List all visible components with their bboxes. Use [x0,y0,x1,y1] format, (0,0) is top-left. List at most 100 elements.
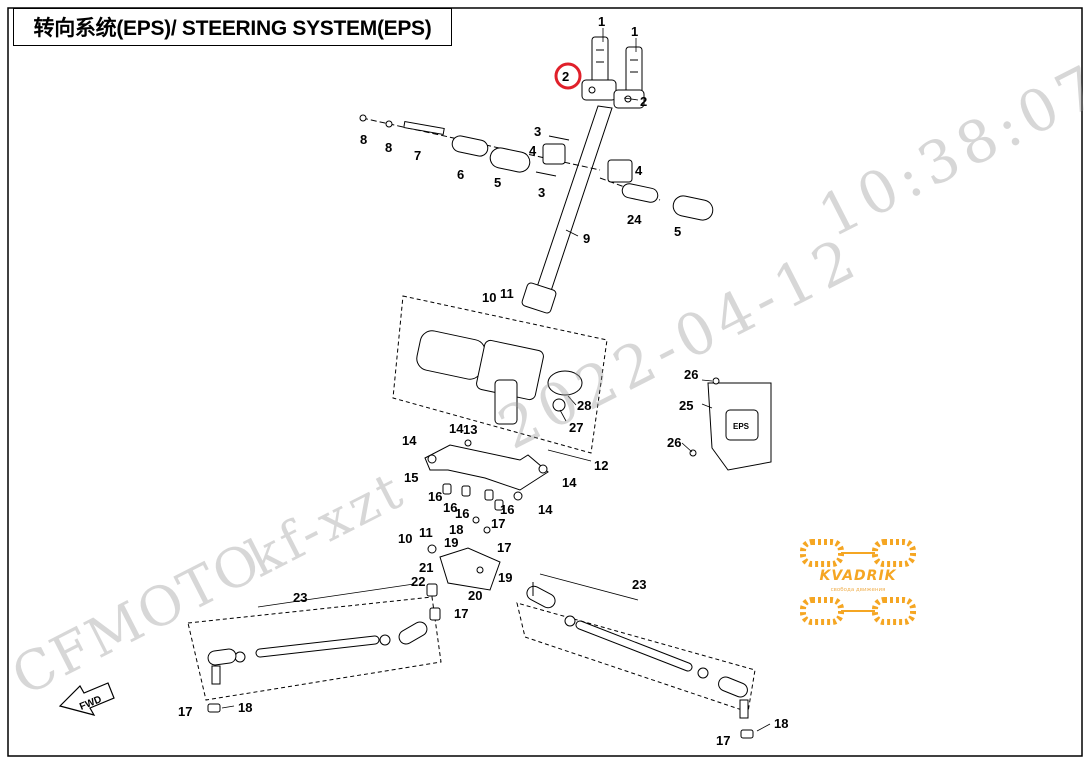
callout-1-b: 1 [631,24,638,39]
diagram-shape [427,544,437,554]
callout-17-b: 17 [497,540,511,555]
callout-3-a: 3 [534,124,541,139]
bushing-part-5-right [672,195,714,221]
eps-motor [416,330,486,380]
diagram-shape [547,449,592,462]
callout-11-b: 11 [419,525,433,540]
diagram-shape [494,499,504,511]
diagram-shape [565,229,579,237]
eps-label-plate [725,409,759,441]
callout-16-d: 16 [500,502,514,517]
diagram-shape [559,409,567,422]
diagram-shape [257,583,415,608]
diagram-shape [872,539,916,567]
diagram-shape [464,439,472,447]
diagram-shape [712,377,720,385]
callout-12: 12 [594,458,608,473]
diagram-shape [58,682,115,716]
callout-14-d: 14 [538,502,553,517]
callout-21: 21 [419,560,433,575]
callout-1-a: 1 [598,14,605,29]
shaft-part-7 [403,120,445,136]
diagram-shape [256,636,379,657]
diagram-shape [539,573,639,601]
mount-bracket [424,444,549,491]
diagram-shape [739,699,749,719]
diagram-shape [701,379,713,382]
callout-28: 28 [577,398,591,413]
callout-10-a: 10 [482,290,496,305]
callout-17-e: 17 [716,733,730,748]
eps-output-shaft [494,379,518,425]
callout-13: 13 [463,422,477,437]
diagram-shape [588,86,596,94]
nut-part-27 [552,398,566,412]
callout-11-a: 11 [500,286,514,301]
callout-19-a: 19 [444,535,458,550]
diagram-shape [427,454,437,464]
sleeve-part-24 [621,183,659,203]
callout-10-b: 10 [398,531,412,546]
callout-18-b: 18 [238,700,252,715]
callout-15: 15 [404,470,418,485]
callout-9: 9 [583,231,590,246]
callout-5-a: 5 [494,175,501,190]
diagram-shape [385,120,393,128]
universal-joint [521,282,557,314]
callout-16-c: 16 [455,506,469,521]
diagram-shape [701,403,713,409]
diagram-shape [681,442,693,453]
tie-rod-right-frame [516,602,756,713]
logo-name: KVADRIK [819,568,897,584]
callout-7: 7 [414,148,421,163]
callout-8-a: 8 [360,132,367,147]
eps-module-label: EPS [733,422,750,431]
diagram-shape [535,171,557,177]
callout-20: 20 [468,588,482,603]
diagram-shape [483,526,491,534]
callout-6: 6 [457,167,464,182]
callout-23-a: 23 [293,590,307,605]
upper-shaft-right [625,46,643,96]
logo-tagline: свобода движения [830,587,886,593]
callout-17-a: 17 [491,516,505,531]
diagram-shape [221,705,235,709]
tie-rod-end-right-outer [718,676,748,698]
callout-22: 22 [411,574,425,589]
callout-2: 2 [640,94,647,109]
eps-motor-frame [392,295,608,454]
tie-rod-end-left-inner [398,621,428,645]
diagram-shape [513,491,523,501]
callout-3-b: 3 [538,185,545,200]
callout-16-b: 16 [443,500,457,515]
callout-2-highlighted: 2 [562,69,569,84]
diagram-shape [379,634,391,646]
diagram-border [7,7,1083,757]
diagram-shape [359,114,367,122]
callout-14-c: 14 [562,475,577,490]
callout-4-b: 4 [635,163,643,178]
callout-17-c: 17 [454,606,468,621]
diagram-shape [472,516,480,524]
bracket-part-4-right [607,159,633,183]
diagram-shape [697,667,709,679]
diagram-shape [756,723,771,732]
diagram-shape [538,464,548,474]
callout-25: 25 [679,398,693,413]
diagram-shape [800,539,844,567]
callout-26-b: 26 [667,435,681,450]
diagram-shape [461,485,471,497]
diagram-shape [442,483,452,495]
callout-24: 24 [627,212,642,227]
callout-8-b: 8 [385,140,392,155]
diagram-shape [567,395,577,406]
bracket-part-4-left [542,143,566,165]
sleeve-part-6 [451,135,489,157]
highlight-ring [554,62,582,90]
diagram-shape [476,566,484,574]
tie-rod-left-frame [187,596,442,701]
diagram-shape [211,665,221,685]
callout-4-a: 4 [529,143,537,158]
o-ring-part-28 [547,370,583,396]
